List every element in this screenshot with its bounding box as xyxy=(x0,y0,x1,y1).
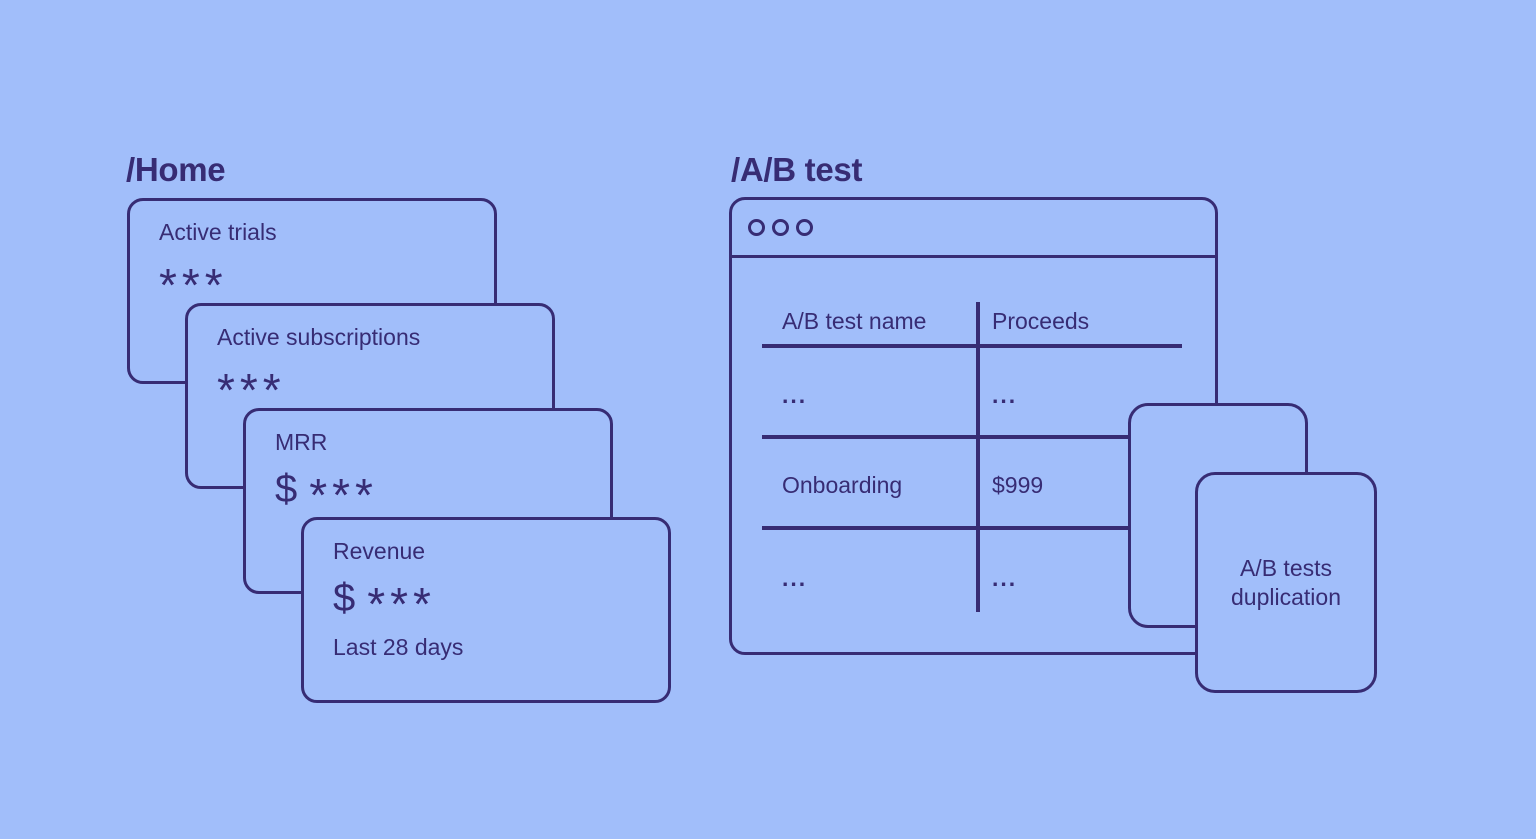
metric-label: Active subscriptions xyxy=(217,324,421,350)
masked-value: *** xyxy=(367,578,436,630)
table-cell[interactable]: ... xyxy=(992,382,1018,408)
table-cell[interactable]: ... xyxy=(782,382,808,408)
currency-symbol: $ xyxy=(275,467,298,511)
currency-symbol: $ xyxy=(333,576,356,620)
table-cell-onboarding[interactable]: Onboarding xyxy=(782,472,903,498)
window-control-dot-icon[interactable] xyxy=(796,219,813,236)
metric-card-revenue[interactable]: Revenue $ *** Last 28 days xyxy=(301,517,671,703)
table-cell[interactable]: ... xyxy=(782,565,808,591)
metric-value: *** xyxy=(217,356,286,416)
masked-value: *** xyxy=(159,259,228,311)
metric-label: Revenue xyxy=(333,538,426,564)
ab-tests-duplication-card[interactable]: A/B tests duplication xyxy=(1195,472,1377,693)
ab-test-section-title: /A/B test xyxy=(731,151,863,189)
duplication-card-label: A/B tests duplication xyxy=(1231,554,1341,610)
masked-value: *** xyxy=(217,364,286,416)
home-section-title: /Home xyxy=(126,151,226,189)
metric-label: MRR xyxy=(275,429,328,455)
metric-value: $ *** xyxy=(333,570,436,630)
metric-footnote: Last 28 days xyxy=(333,634,464,660)
metric-value: *** xyxy=(159,251,228,311)
table-column-divider xyxy=(976,302,980,612)
metric-label: Active trials xyxy=(159,219,277,245)
table-header-proceeds: Proceeds xyxy=(992,308,1090,334)
metric-value: $ *** xyxy=(275,461,378,521)
table-cell-proceeds-value[interactable]: $999 xyxy=(992,472,1044,498)
table-header-underline xyxy=(762,344,1182,348)
ab-test-table: A/B test name Proceeds ... ... Onboardin… xyxy=(732,258,1215,652)
masked-value: *** xyxy=(309,469,378,521)
table-header-ab-test-name: A/B test name xyxy=(782,308,927,334)
table-row-divider xyxy=(762,435,1182,439)
window-control-dot-icon[interactable] xyxy=(748,219,765,236)
table-row-divider xyxy=(762,526,1182,530)
window-control-dot-icon[interactable] xyxy=(772,219,789,236)
table-cell[interactable]: ... xyxy=(992,565,1018,591)
window-title-bar xyxy=(732,200,1215,258)
